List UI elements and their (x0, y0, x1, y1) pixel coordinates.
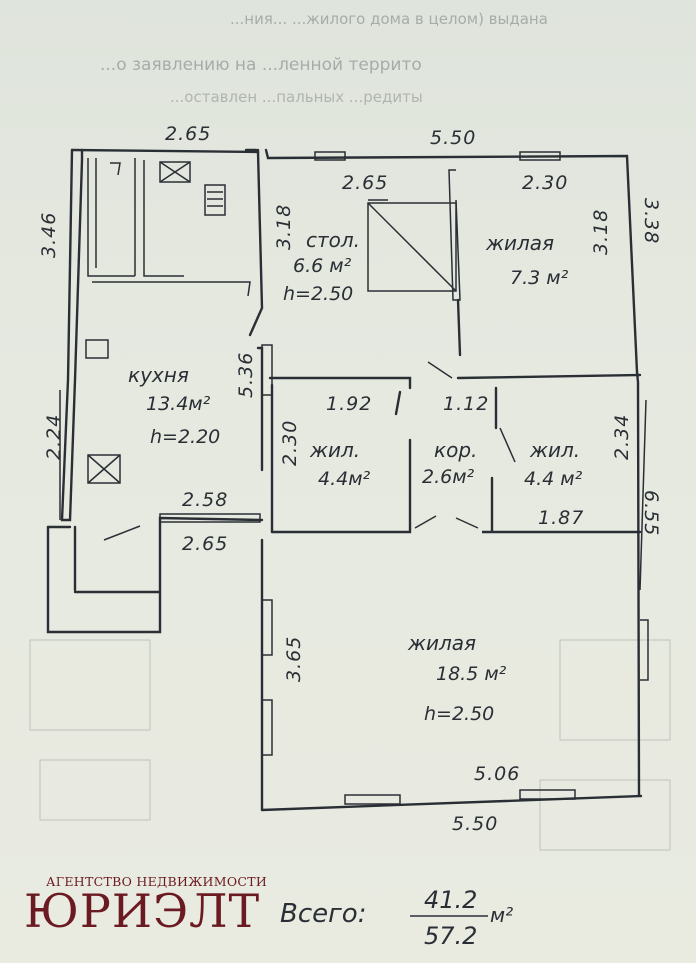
dim-top-right: 5.50 (430, 127, 476, 149)
room-area: 6.6 м² (293, 255, 352, 277)
room-area: 18.5 м² (436, 663, 507, 685)
dim-small1-width: 1.92 (326, 393, 372, 415)
header-line-1: ...ния... ...жилого дома в целом) выдана (230, 10, 548, 28)
dim-living-side: 3.65 (283, 636, 305, 682)
dim-left-upper: 3.46 (38, 212, 60, 258)
room-bed1: жилая 7.3 м² (485, 231, 569, 289)
dim-bottom: 5.50 (452, 813, 498, 835)
dim-right-lower: 6.55 (640, 490, 662, 536)
dim-small2-side: 2.34 (611, 414, 633, 460)
room-name: кор. (434, 438, 477, 462)
total-value-1: 41.2 (424, 886, 477, 914)
room-name: стол. (306, 228, 360, 252)
room-zhil-1: жил. 4.4м² (309, 438, 371, 490)
dim-porch-inner: 2.58 (182, 489, 228, 511)
room-height: h=2.50 (424, 703, 494, 725)
dim-small2-bottom: 1.87 (538, 507, 584, 529)
dim-top-left: 2.65 (165, 123, 211, 145)
dim-stair-side: 3.18 (273, 204, 295, 250)
header-line-3: ...оставлен ...пальных ...редиты (170, 88, 423, 106)
dim-living-inner: 5.06 (474, 763, 520, 785)
room-zhil-2: жил. 4.4 м² (524, 438, 583, 490)
room-area: 4.4 м² (524, 468, 583, 490)
dim-bed1-top: 2.30 (522, 172, 568, 194)
room-area: 2.6м² (422, 466, 475, 488)
room-living: жилая 18.5 м² h=2.50 (407, 631, 507, 725)
dim-bed1-side: 3.18 (590, 209, 612, 255)
dim-left-lower: 2.24 (43, 414, 65, 460)
logo-name: ЮРИЭЛТ (24, 884, 261, 938)
dim-porch-outer: 2.65 (182, 533, 228, 555)
dim-right-upper: 3.38 (640, 198, 662, 244)
header-line-2: ...о заявлению на ...ленной террито (100, 55, 422, 75)
dim-corridor-width: 1.12 (443, 393, 489, 415)
room-stol: стол. 6.6 м² h=2.50 (283, 228, 360, 305)
interior-walls (59, 150, 649, 805)
logo-tagline: АГЕНТСТВО НЕДВИЖИМОСТИ (46, 874, 268, 889)
background-show-through (29, 639, 671, 851)
room-area: 13.4м² (146, 393, 211, 415)
room-area: 7.3 м² (510, 267, 569, 289)
room-name: жилая (407, 631, 476, 655)
room-area: 4.4м² (318, 468, 371, 490)
total-area: Всего: 41.2 57.2 м² (280, 886, 513, 950)
room-name: жил. (309, 438, 360, 462)
room-name: кухня (128, 363, 189, 387)
agency-logo: АГЕНТСТВО НЕДВИЖИМОСТИ ЮРИЭЛТ (24, 874, 284, 935)
room-corridor: кор. 2.6м² (422, 438, 477, 488)
total-value-2: 57.2 (424, 922, 477, 950)
room-kitchen: кухня 13.4м² h=2.20 (128, 363, 220, 448)
room-name: жилая (485, 231, 554, 255)
total-unit: м² (490, 903, 513, 927)
dim-kitchen-side: 5.36 (235, 352, 257, 398)
room-name: жил. (529, 438, 580, 462)
outer-walls (46, 148, 643, 812)
room-height: h=2.50 (283, 283, 353, 305)
total-label: Всего: (280, 899, 366, 929)
room-height: h=2.20 (150, 426, 220, 448)
dim-small1-side: 2.30 (279, 420, 301, 466)
dim-stair-top: 2.65 (342, 172, 388, 194)
